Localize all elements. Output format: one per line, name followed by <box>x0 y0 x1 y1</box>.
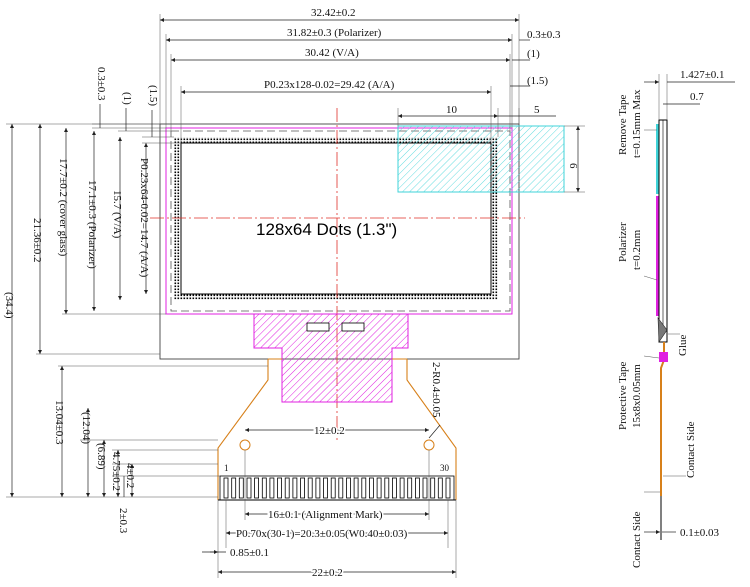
fpc-pin <box>254 477 260 499</box>
side-thickness: 1.427±0.1 <box>680 69 725 81</box>
dim-pin-offset: 0.85±0.1 <box>230 547 269 559</box>
fpc-pin <box>323 477 328 499</box>
dim-right-1: (1) <box>527 48 540 60</box>
dim-tape-10: 10 <box>446 104 458 116</box>
fpc-outline <box>217 358 457 500</box>
side-polarizer-t: t=0.2mm <box>631 229 643 270</box>
dim-fpc-2: 2±0.3 <box>117 508 129 534</box>
dim-va-height: 15.7 (V/A) <box>111 190 123 239</box>
dim-polarizer-height: 17.1±0.3 (Polarizer) <box>86 180 98 269</box>
side-glue <box>657 317 668 343</box>
fpc-pin <box>391 477 397 499</box>
ic-mark-right <box>341 322 365 332</box>
fpc-pin <box>223 477 229 499</box>
ic-bonding-area <box>253 313 409 403</box>
fpc-pin <box>414 477 420 499</box>
pin-first-label: 1 <box>224 463 229 473</box>
side-view: 1.427±0.1 0.7 Remove Tape t=0.15mm Max P… <box>617 69 735 568</box>
side-contact-side-right: Contact Side <box>685 421 697 478</box>
side-glue-label: Glue <box>677 335 689 357</box>
fpc-pin <box>338 477 344 499</box>
side-protective-tape-size: 15x8x0.05mm <box>631 364 643 428</box>
dim-va-width: 30.42 (V/A) <box>305 47 359 59</box>
fpc-pin <box>437 477 443 499</box>
dim-pin-pitch: P0.70x(30-1)=20.3±0.05(W0.40±0.03) <box>236 528 408 540</box>
fpc-pin <box>422 477 428 499</box>
fpc-pin <box>315 477 321 499</box>
display-label: 128x64 Dots (1.3") <box>256 220 397 239</box>
dim-top-15: (1.5) <box>147 85 159 106</box>
fpc-pin <box>445 477 451 499</box>
side-protective-tape <box>659 352 668 362</box>
dim-right-15: (1.5) <box>527 75 548 87</box>
dim-top-1: (1) <box>121 92 133 105</box>
ic-mark-left <box>306 322 330 332</box>
fpc-pin <box>300 477 306 499</box>
fpc-pin <box>346 477 351 499</box>
side-contact-side-left: Contact Side <box>631 511 643 568</box>
alignment-hole-left <box>239 439 251 451</box>
fpc-pin <box>231 477 237 499</box>
fpc-pin <box>269 477 275 499</box>
fpc-pin <box>368 477 374 499</box>
fpc-pin <box>238 477 244 499</box>
side-remove-tape <box>656 124 659 194</box>
left-dimensions: (34.4) 21.36±0.2 17.7±0.2 (cover glass) … <box>3 67 268 534</box>
side-fpc-thickness: 0.1±0.03 <box>680 527 720 539</box>
fpc-pin <box>284 477 290 499</box>
fpc-pin <box>292 477 298 499</box>
dim-polarizer-width: 31.82±0.3 (Polarizer) <box>287 27 382 39</box>
view-area <box>170 130 511 312</box>
dim-tape-5: 5 <box>534 104 540 116</box>
fpc-pin <box>307 477 313 499</box>
side-inner: 0.7 <box>690 91 704 103</box>
dim-fpc-475: 4.75±0.2 <box>110 452 122 491</box>
dim-alignment-mark: 16±0.1 (Alignment Mark) <box>268 509 383 521</box>
dim-glass-height: 21.36±0.2 <box>31 218 43 263</box>
fpc-pin <box>330 477 336 499</box>
fpc-pin <box>261 477 267 499</box>
dim-aa-width: P0.23x128-0.02=29.42 (A/A) <box>264 79 395 91</box>
fpc-pin <box>430 477 436 499</box>
dim-overall-width: 32.42±0.2 <box>311 7 356 19</box>
top-dimensions: 32.42±0.2 31.82±0.3 (Polarizer) 30.42 (V… <box>159 7 585 193</box>
dim-fpc-689: (6.89) <box>95 443 107 470</box>
remove-tape-tab <box>397 125 565 193</box>
fpc-pins <box>223 477 451 499</box>
fpc-pin <box>384 477 390 499</box>
dim-radius: 2-R0.4±0.05 <box>430 362 442 418</box>
dim-top-03: 0.3±0.3 <box>95 67 107 101</box>
side-protective-tape-label: Protective Tape <box>617 362 629 430</box>
side-polarizer-label: Polarizer <box>617 222 629 262</box>
fpc-pin <box>353 477 359 499</box>
dim-fpc-total: 22±0.2 <box>312 567 343 579</box>
fpc-pin <box>399 477 405 499</box>
dim-tape-6: 6 <box>567 163 579 169</box>
dim-fpc-12mm: 12±0.2 <box>314 425 345 437</box>
side-remove-tape-label: Remove Tape <box>617 94 629 155</box>
alignment-hole-right <box>423 439 435 451</box>
dim-aa-height: P0.23x64-0.02=14.7 (A/A) <box>138 158 150 278</box>
side-polarizer <box>656 196 659 316</box>
fpc-pin <box>407 477 413 499</box>
side-fpc <box>660 342 665 496</box>
dim-cover-glass: 17.7±0.2 (cover glass) <box>57 158 69 257</box>
fpc-pin <box>376 477 382 499</box>
fpc-pin <box>246 477 252 499</box>
fpc-pin <box>361 477 367 499</box>
side-remove-tape-t: t=0.15mm Max <box>631 89 643 158</box>
dim-fpc-12: (12.04) <box>80 412 92 444</box>
dim-right-03: 0.3±0.3 <box>527 29 561 41</box>
dim-fpc-4: 4±0.2 <box>124 463 136 488</box>
fpc-pin <box>277 477 283 499</box>
fpc-dimensions: 12±0.2 2-R0.4±0.05 16±0.1 (Alignment Mar… <box>202 362 457 581</box>
dim-fpc-height: 13.04±0.3 <box>53 400 65 445</box>
dim-overall-height: (34.4) <box>3 292 15 319</box>
pin-last-label: 30 <box>440 463 450 473</box>
